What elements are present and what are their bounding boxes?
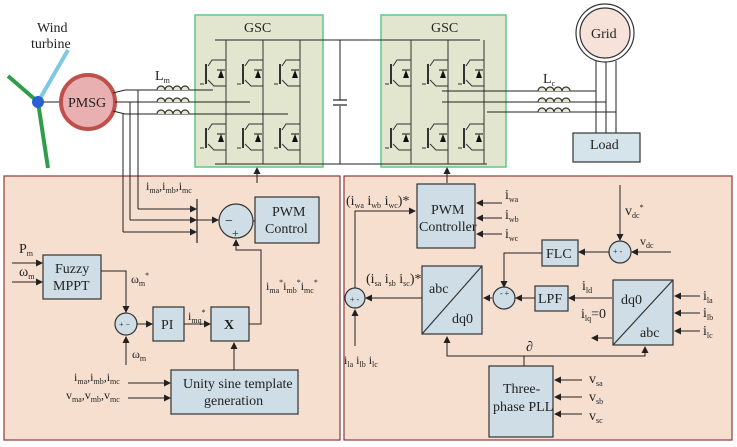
multiplier-label: X <box>224 318 234 333</box>
dq0-abc-top-label: dq0 <box>621 293 642 308</box>
source-sum-signs: + - <box>350 295 360 304</box>
ref-current-line <box>232 239 262 325</box>
coil-icon <box>156 109 190 115</box>
theta-label: ∂ <box>526 340 533 355</box>
abc-dq0-bottom-label: dq0 <box>452 312 473 327</box>
fuzzy-mppt-block <box>42 254 102 300</box>
wind-turbine-label: Wind <box>37 21 68 36</box>
grid-inductor-icon <box>537 86 571 113</box>
machine-inductor-label: Lm <box>155 69 171 85</box>
igbt-top-1-1 <box>422 59 448 87</box>
flc-label: FLC <box>546 247 572 262</box>
iw-ref-line <box>354 207 416 288</box>
fuzzy-mppt-label-2: MPPT <box>53 279 90 294</box>
igbt-bottom-1-2 <box>458 123 484 151</box>
sine-label-2: generation <box>204 394 263 409</box>
converter-left-label: GSC <box>244 21 271 36</box>
igbt-bottom-0-1 <box>237 123 263 151</box>
ila-label: ila <box>703 289 713 305</box>
pwm-controller-label-1: PWM <box>431 203 465 218</box>
igbt-top-0-1 <box>237 59 263 87</box>
pwm-controller-label-2: Controller <box>419 220 477 235</box>
converter-right-label: GSC <box>431 21 458 36</box>
id-sum-signs: - + <box>500 289 510 298</box>
dq0-abc-divider <box>612 279 674 346</box>
flc-block <box>541 239 579 267</box>
wm-feedback-label: ωm <box>132 347 147 363</box>
vdc-sum-signs: + - <box>613 247 623 256</box>
pwm-control-label-2: Control <box>265 222 308 237</box>
dq0-abc-bottom-label: abc <box>640 326 659 341</box>
pm-label: Pm <box>19 242 34 258</box>
igbt-bottom-0-0 <box>200 123 226 151</box>
theta-to-dq0-abc <box>524 346 649 357</box>
phase-c-line <box>112 110 288 115</box>
coil-icon <box>537 97 571 103</box>
ilc-label: ilc <box>703 324 713 340</box>
wm-label: ωm <box>19 265 35 281</box>
wind-turbine-icon <box>6 49 70 169</box>
load-block <box>572 132 641 163</box>
pwm-controller-block <box>416 183 476 249</box>
sine-label-1: Unity sine template <box>183 377 293 392</box>
grid-icon <box>579 7 631 59</box>
vdc-ref-label: vdc* <box>625 203 644 220</box>
wm-ref-line <box>101 270 130 313</box>
flc-to-sum <box>500 252 542 288</box>
abc-dq0-divider <box>421 265 483 335</box>
machine-inductor-icon <box>156 85 190 115</box>
igbt-bottom-0-2 <box>274 123 300 151</box>
abc-dq0-top-label: abc <box>429 282 448 297</box>
coil-icon <box>537 86 571 92</box>
pmsg-label: PMSG <box>68 96 106 111</box>
grid-label: Grid <box>591 27 617 42</box>
lpf-label: LPF <box>538 292 562 307</box>
pi-label: PI <box>161 318 174 333</box>
coil-icon <box>537 107 571 113</box>
coil-icon <box>156 85 190 91</box>
pwm-control-block <box>254 196 320 244</box>
unity-sine-template-block <box>170 369 299 415</box>
speed-sum-signs: + − <box>119 320 131 329</box>
three-phase-pll-block <box>488 365 554 438</box>
ild-label: ild <box>582 279 592 295</box>
igbt-top-1-0 <box>385 59 411 87</box>
il-all-label: ila ilb ilc <box>344 353 378 369</box>
load-label: Load <box>590 138 619 153</box>
ilb-label: ilb <box>703 306 713 322</box>
coil-icon <box>156 97 190 103</box>
wm-ref-label: ωm* <box>131 271 149 288</box>
ilq-label: ilq=0 <box>581 307 606 323</box>
converter-left-box <box>194 14 324 168</box>
grid-inductor-label: Lc <box>543 72 556 88</box>
sum-minus-sign: − <box>225 214 233 229</box>
fuzzy-mppt-label-1: Fuzzy <box>55 262 89 277</box>
sum-plus-sign: + <box>232 226 239 240</box>
igbt-top-0-0 <box>200 59 226 87</box>
igbt-top-1-2 <box>458 59 484 87</box>
wind-turbine-label-2: turbine <box>31 37 71 52</box>
pwm-control-label-1: PWM <box>272 205 306 220</box>
igbt-top-0-2 <box>274 59 300 87</box>
igbt-bottom-1-0 <box>385 123 411 151</box>
igbt-bottom-1-1 <box>422 123 448 151</box>
theta-to-abc-dq0 <box>443 336 525 366</box>
pll-label-1: Three- <box>503 382 541 397</box>
pll-label-2: phase PLL <box>493 400 553 415</box>
